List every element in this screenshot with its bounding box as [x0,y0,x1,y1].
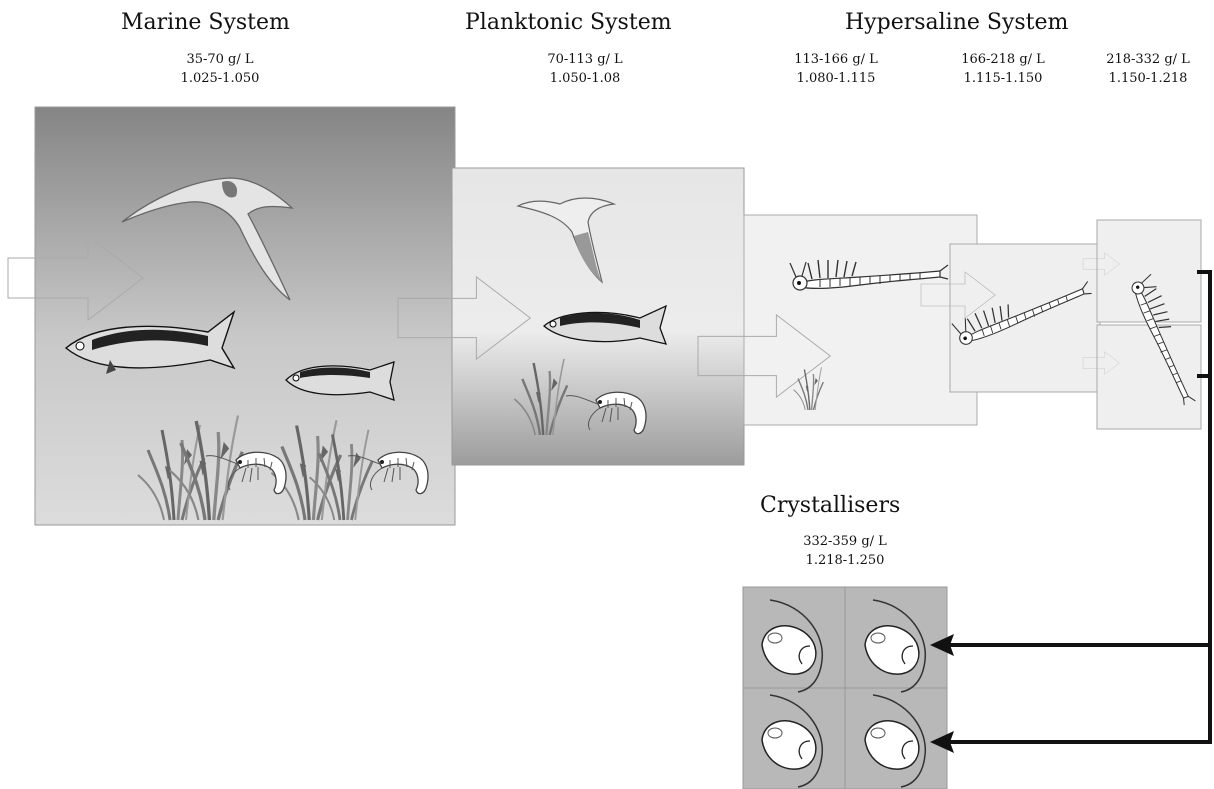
hypersaline-stage-3b-panel [1097,325,1201,429]
hypersaline-stage-3a-panel [1097,220,1201,322]
hypersaline-stage-1-panel [744,215,977,425]
